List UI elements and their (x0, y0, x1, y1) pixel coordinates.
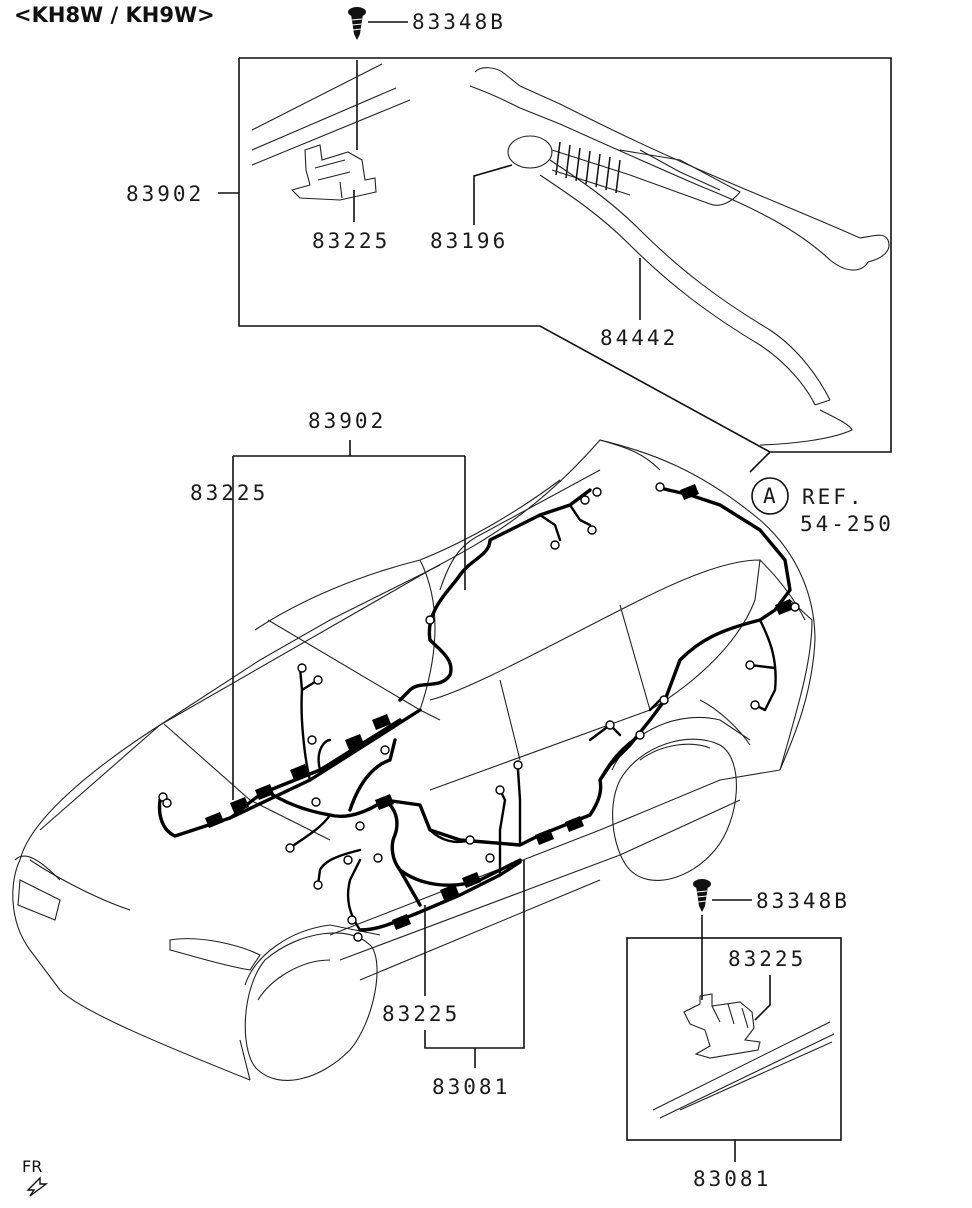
main-lower-leaders: 83225 83081 (382, 860, 525, 1099)
label-83348B-top: 83348B (412, 10, 506, 34)
label-83225-inset: 83225 (312, 229, 390, 253)
front-label: FR (22, 1157, 42, 1176)
diagram-title: <KH8W / KH9W> (14, 3, 215, 27)
label-83196: 83196 (430, 229, 508, 253)
label-83225-main-upper: 83225 (190, 481, 268, 505)
ref-callout: A REF. 54-250 (751, 477, 894, 536)
label-83348B-bottom: 83348B (756, 889, 850, 913)
front-direction-indicator: FR (22, 1157, 49, 1197)
arrow-icon (26, 1176, 49, 1197)
label-84442: 84442 (600, 326, 678, 350)
clip-icon (290, 144, 377, 201)
main-upper-leaders: 83902 83225 (190, 409, 466, 800)
ref-label-line2: 54-250 (800, 512, 894, 536)
label-83902-inset: 83902 (126, 182, 204, 206)
label-83225-main-lower: 83225 (382, 1002, 460, 1026)
clip-icon (683, 993, 761, 1059)
label-83225-bottom-inset: 83225 (728, 947, 806, 971)
bottom-inset: 83348B 83225 83081 (626, 879, 850, 1191)
ref-label-line1: REF. (802, 485, 865, 509)
label-83902-main: 83902 (308, 409, 386, 433)
harness-tube-icon (469, 67, 890, 446)
screw-icon (348, 7, 366, 40)
wiring-harness (157, 482, 800, 942)
label-83081-bottom-inset: 83081 (693, 1167, 771, 1191)
label-83081-main: 83081 (432, 1075, 510, 1099)
vehicle-outline (12, 439, 816, 1081)
top-inset: 83348B 83902 83225 (126, 7, 892, 473)
ref-circle-letter: A (763, 484, 776, 508)
screw-icon (693, 879, 711, 912)
